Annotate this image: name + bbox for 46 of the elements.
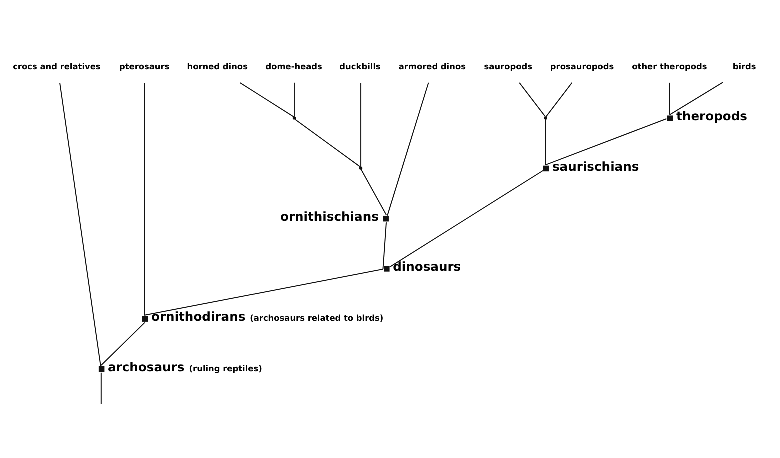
node-text: armored dinos: [398, 61, 466, 72]
connector: [60, 82, 102, 367]
node-text: crocs and relatives: [13, 61, 101, 72]
connector: [100, 322, 146, 366]
connector: [144, 82, 146, 316]
node-label: dinosaurs: [393, 260, 462, 274]
connector: [360, 82, 362, 168]
connector: [294, 119, 362, 168]
connector: [545, 119, 546, 166]
node-box: [543, 166, 550, 172]
node-text: sauropods: [484, 61, 532, 72]
connector: [382, 222, 387, 270]
node-box: [383, 216, 389, 222]
connector: [360, 169, 387, 216]
node-text: pterosaurs: [119, 61, 170, 72]
connector: [389, 170, 544, 268]
connector: [144, 268, 384, 316]
node-label: (archosaurs related to birds): [250, 313, 384, 324]
node-text: dome-heads: [266, 61, 322, 72]
connector: [669, 82, 670, 116]
node-label: (ruling reptiles): [189, 363, 262, 374]
node-box: [384, 266, 390, 272]
connector: [519, 82, 546, 118]
connector: [669, 82, 724, 116]
node-text: horned dinos: [187, 61, 248, 72]
node-text: duckbills: [340, 61, 381, 72]
node-box: [142, 316, 148, 322]
node-label: archosaurs: [108, 360, 185, 374]
node-text: prosauropods: [550, 61, 614, 72]
node-box: [98, 366, 105, 372]
node-text: birds: [732, 61, 756, 72]
node-label: ornithodirans: [152, 310, 246, 324]
node-label: theropods: [676, 110, 748, 124]
node-label: ornithischians: [280, 210, 379, 224]
node-point: [544, 116, 548, 120]
connector: [545, 118, 668, 166]
node-point: [292, 116, 296, 120]
connector: [240, 82, 294, 118]
node-text: other theropods: [632, 61, 708, 72]
node-point: [359, 166, 363, 170]
connector: [546, 82, 573, 118]
node-label: saurischians: [552, 160, 640, 174]
connector: [387, 82, 430, 216]
connector: [100, 372, 102, 405]
connector: [294, 82, 295, 118]
node-box: [668, 116, 674, 122]
